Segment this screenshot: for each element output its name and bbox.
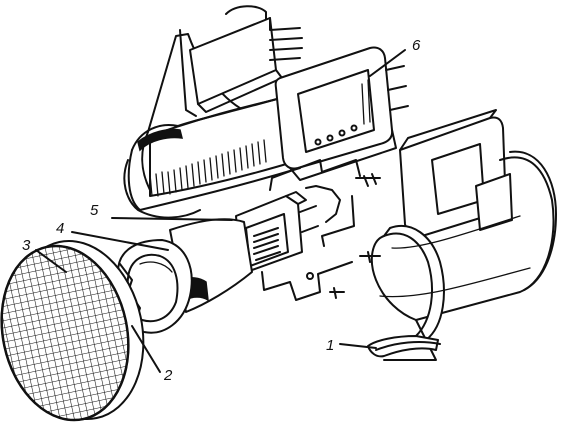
- label-5: 5: [90, 202, 99, 219]
- leader-lines: [35, 49, 406, 373]
- upper-housing: [123, 5, 303, 219]
- label-4: 4: [56, 220, 64, 237]
- label-1: 1: [326, 337, 334, 354]
- reflector-tube: [117, 218, 253, 334]
- mounting-bracket: [261, 159, 381, 301]
- right-housing: [370, 109, 557, 361]
- retaining-clip: [367, 335, 441, 358]
- label-6: 6: [412, 37, 421, 54]
- meter-module: [274, 46, 409, 181]
- label-2: 2: [163, 367, 173, 384]
- front-lens: [0, 239, 145, 422]
- label-3: 3: [22, 237, 31, 254]
